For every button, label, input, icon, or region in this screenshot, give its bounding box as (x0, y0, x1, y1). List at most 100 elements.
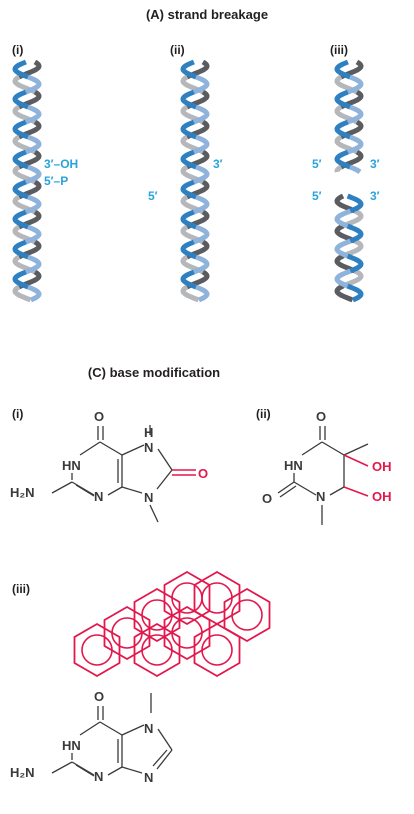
helix-strand-segment (12, 59, 30, 80)
helix-strand-segment (180, 239, 198, 260)
helix-strand-segment (24, 74, 42, 95)
end-label-5p: 5′–P (44, 174, 68, 188)
end-label-bottom-3prime: 3′ (370, 189, 380, 203)
helix-double-strand-break-bottom (334, 193, 364, 303)
panel-a-i-label: (i) (12, 43, 23, 57)
helix-strand-segment (334, 283, 354, 303)
helix-strand-segment (334, 253, 356, 274)
helix-strand-segment (12, 239, 30, 260)
helix-strand-segment (24, 164, 42, 185)
aromatic-circle (171, 617, 203, 649)
atom-o: O (94, 689, 104, 704)
atom-h2n: H₂N (10, 765, 35, 780)
atom-n: N (144, 490, 153, 505)
helix-strand-segment (334, 59, 352, 80)
benzopyrene-structure (73, 570, 271, 678)
helix-strand-segment (12, 149, 30, 170)
aromatic-ring (193, 570, 241, 626)
helix-strand-segment (24, 134, 42, 155)
helix-strand-segment (192, 74, 210, 95)
helix-strand-segment (12, 269, 30, 290)
atom-oh: OH (372, 489, 392, 504)
atom-oh: OH (372, 459, 392, 474)
guanine-adduct-structure: O N HN H₂N N N (10, 689, 173, 785)
atom-n: N (316, 489, 325, 504)
helix-strand-segment (334, 149, 352, 170)
end-label-top-3prime: 3′ (370, 157, 380, 171)
helix-strand-segment (12, 209, 30, 230)
section-c-title: (C) base modification (88, 365, 220, 380)
atom-n: N (94, 489, 103, 504)
helix-strand-segment (12, 89, 30, 110)
helix-strand-segment (12, 179, 30, 200)
helix-strand-segment (334, 238, 352, 259)
helix-strand-segment (12, 119, 30, 140)
helix-strand-segment (192, 164, 210, 185)
helix-strand-segment (334, 268, 352, 289)
panel-a-ii-label: (ii) (170, 43, 185, 57)
aromatic-ring (133, 587, 181, 643)
helix-strand-segment (180, 149, 198, 170)
helix-strand-segment (342, 268, 364, 289)
helix-strand-segment (334, 89, 352, 110)
atom-hn: HN (62, 738, 81, 753)
atom-h: H (144, 425, 153, 440)
helix-strand-segment (349, 164, 362, 174)
helix-strand-segment (346, 74, 364, 95)
helix-strand-segment (192, 104, 210, 125)
end-label-3oh: 3′–OH (44, 157, 78, 171)
aromatic-ring (163, 605, 211, 661)
helix-strand-segment (346, 283, 364, 303)
helix-strand-segment (195, 284, 210, 303)
atom-o: O (94, 409, 104, 424)
end-label-3prime: 3′ (213, 157, 223, 171)
atom-n: N (144, 770, 153, 785)
helix-strand-segment (192, 224, 210, 245)
helix-strand-segment (12, 284, 32, 303)
aromatic-circle (201, 634, 233, 666)
atom-oxo-o: O (198, 466, 208, 481)
panel-c-ii-label: (ii) (256, 407, 271, 421)
helix-strand-segment (180, 89, 198, 110)
helix-strand-segment (24, 224, 42, 245)
helix-strand-segment (180, 269, 198, 290)
oxoguanine-structure: O H N HN H₂N N N O (10, 409, 208, 523)
atom-n: N (144, 440, 153, 455)
helix-strand-segment (192, 194, 210, 215)
aromatic-circle (201, 582, 233, 614)
helix-strand-segment (342, 208, 364, 229)
helix-strand-segment (334, 119, 352, 140)
aromatic-ring (103, 605, 151, 661)
helix-single-strand-nick (180, 59, 210, 303)
helix-strand-segment (346, 253, 364, 274)
end-label-5prime: 5′ (148, 189, 158, 203)
helix-strand-segment (334, 193, 356, 214)
helix-intact-nicked (12, 59, 42, 303)
aromatic-ring (73, 622, 121, 678)
helix-strand-segment (192, 134, 210, 155)
atom-o: O (316, 409, 326, 424)
end-label-bottom-5prime: 5′ (312, 189, 322, 203)
thymine-glycol-structure: O HN O N OH OH (262, 409, 392, 525)
aromatic-circle (111, 617, 143, 649)
aromatic-ring (133, 622, 181, 678)
helix-strand-segment (334, 208, 352, 229)
atom-n: N (94, 769, 103, 784)
helix-strand-segment (24, 104, 42, 125)
helix-double-strand-break-top (334, 59, 364, 174)
aromatic-circle (171, 582, 203, 614)
section-a-title: (A) strand breakage (146, 7, 268, 22)
panel-a-iii-label: (iii) (330, 43, 348, 57)
atom-o: O (262, 491, 272, 506)
helix-strand-segment (180, 59, 198, 80)
end-label-top-5prime: 5′ (312, 157, 322, 171)
helix-strand-segment (342, 238, 364, 259)
helix-strand-segment (180, 284, 200, 303)
atom-hn: HN (62, 458, 81, 473)
helix-strand-segment (334, 164, 343, 173)
aromatic-circle (141, 599, 173, 631)
aromatic-ring (223, 587, 271, 643)
atom-n: N (144, 721, 153, 736)
helix-strand-segment (346, 104, 364, 125)
